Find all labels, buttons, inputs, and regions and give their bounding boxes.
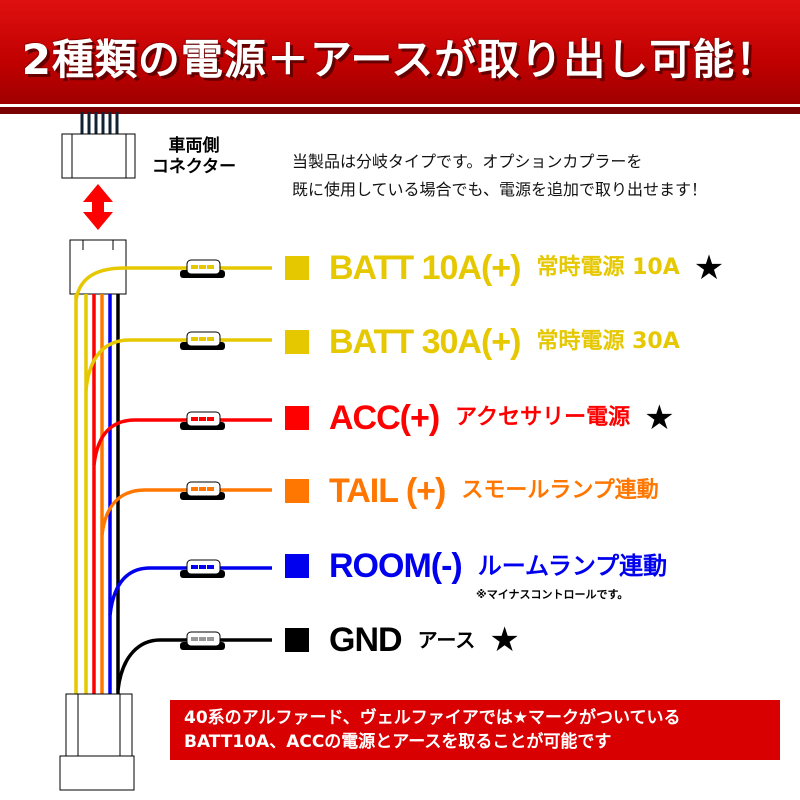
- output-gnd: GND アース ★: [285, 620, 520, 660]
- output-desc: アース: [417, 628, 476, 652]
- color-square: [285, 406, 309, 430]
- header-band: [0, 104, 800, 114]
- page-title: 2種類の電源＋アースが取り出し可能！: [21, 35, 779, 84]
- connect-arrow-icon: [83, 184, 113, 230]
- star-icon: ★: [489, 620, 520, 660]
- output-tail: TAIL (+) スモールランプ連動: [285, 471, 659, 511]
- output-acc: ACC(+) アクセサリー電源 ★: [285, 398, 675, 438]
- vehicle-connector-label: 車両側 コネクター: [151, 136, 237, 177]
- output-label: TAIL (+): [329, 472, 446, 510]
- color-square: [285, 479, 309, 503]
- output-desc: アクセサリー電源: [455, 405, 631, 430]
- color-square: [285, 330, 309, 354]
- intro-text: 当製品は分岐タイプです。オプションカプラーを 既に使用している場合でも、電源を追…: [292, 152, 708, 199]
- output-batt10a: BATT 10A(+) 常時電源 10A ★: [285, 248, 724, 288]
- output-label: BATT 30A(+): [329, 323, 521, 361]
- output-label: BATT 10A(+): [329, 249, 521, 287]
- output-desc: スモールランプ連動: [461, 478, 659, 503]
- output-label: GND: [329, 621, 403, 659]
- vehicle-connector: [61, 112, 136, 179]
- output-label: ACC(+): [329, 399, 440, 437]
- harness-connector-bottom: [59, 693, 135, 791]
- output-desc: 常時電源 30A: [536, 329, 680, 354]
- star-icon: ★: [644, 398, 675, 438]
- branch-connectors: [180, 259, 225, 650]
- output-desc: 常時電源 10A: [536, 255, 680, 280]
- output-desc: ルームランプ連動: [477, 552, 668, 580]
- header-banner: [0, 0, 800, 104]
- output-batt30a: BATT 30A(+) 常時電源 30A: [285, 322, 680, 362]
- output-note: ※マイナスコントロールです。: [476, 588, 629, 601]
- footer-note: 40系のアルファード、ヴェルファイアでは★マークがついている BATT10A、A…: [170, 700, 780, 760]
- color-square: [285, 628, 309, 652]
- output-label: ROOM(-): [329, 547, 463, 585]
- output-room: ROOM(-) ルームランプ連動: [285, 546, 667, 586]
- color-square: [285, 256, 309, 280]
- color-square: [285, 554, 309, 578]
- star-icon: ★: [693, 248, 725, 288]
